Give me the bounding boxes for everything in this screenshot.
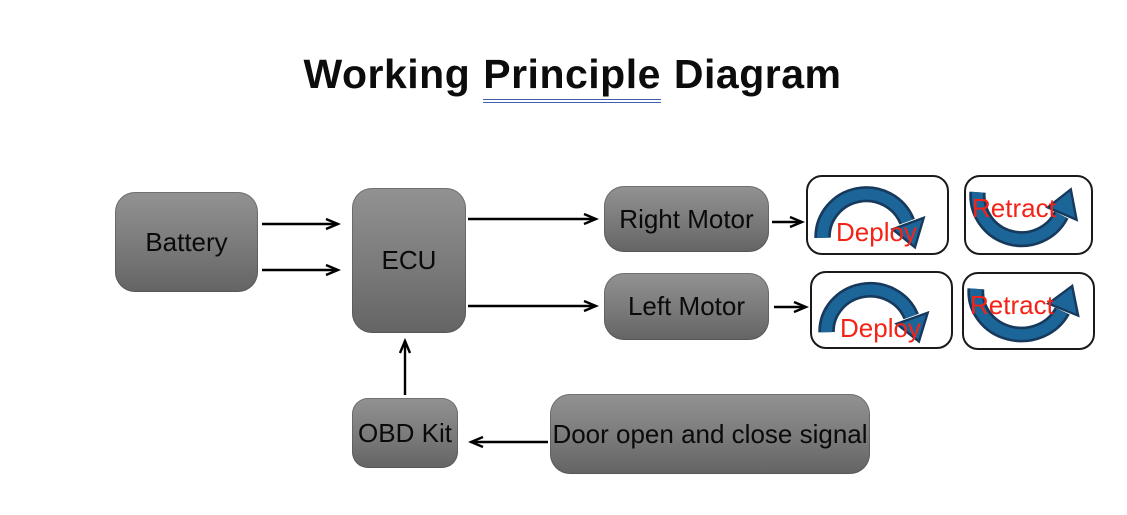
node-battery: Battery — [115, 192, 258, 292]
left-motor-retract-indicator: Retract — [962, 272, 1095, 350]
node-obd-kit: OBD Kit — [352, 398, 458, 468]
retract-arrow-icon — [967, 283, 1080, 343]
node-left-motor-label: Left Motor — [627, 291, 746, 322]
title-suffix: Diagram — [673, 51, 842, 98]
node-right-motor: Right Motor — [604, 186, 769, 252]
deploy-label: Deploy — [836, 217, 917, 247]
retract-arrow-icon — [969, 187, 1079, 248]
deploy-label: Deploy — [840, 313, 921, 343]
right-motor-deploy-indicator: Deploy — [806, 175, 949, 255]
deploy-arrow-icon — [818, 281, 930, 344]
node-ecu: ECU — [352, 188, 466, 333]
node-ecu-label: ECU — [381, 245, 437, 276]
node-door-signal: Door open and close signal — [550, 394, 870, 474]
page-title: Working Principle Diagram — [0, 51, 1127, 104]
left-motor-deploy-indicator: Deploy — [810, 271, 953, 349]
node-obd-kit-label: OBD Kit — [358, 417, 452, 448]
deploy-arrow-icon — [814, 186, 926, 250]
node-left-motor: Left Motor — [604, 273, 769, 340]
node-door-signal-label: Door open and close signal — [552, 418, 868, 449]
retract-label: Retract — [970, 290, 1054, 320]
title-prefix: Working — [303, 51, 471, 98]
right-motor-retract-indicator: Retract — [964, 175, 1093, 255]
node-right-motor-label: Right Motor — [619, 203, 754, 234]
retract-label: Retract — [972, 193, 1056, 223]
node-battery-label: Battery — [145, 226, 228, 257]
title-underlined-word: Principle — [483, 51, 661, 104]
